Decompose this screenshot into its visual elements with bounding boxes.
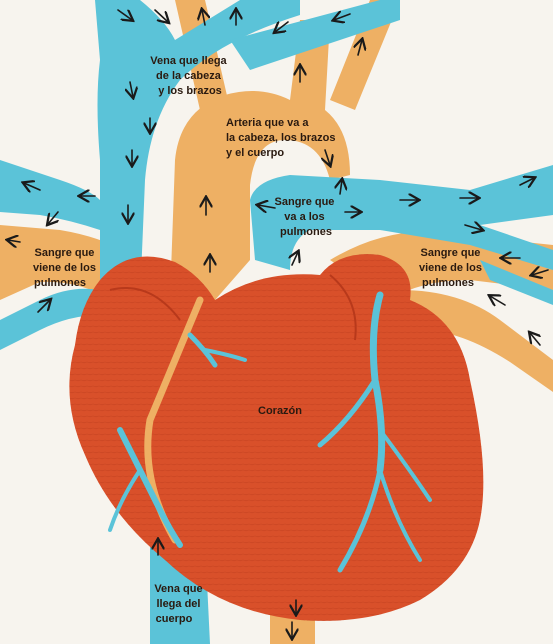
label-line: y los brazos — [158, 85, 222, 97]
label-line: Sangre que — [421, 247, 481, 259]
arrow-icon — [275, 22, 289, 32]
label-sangre-a-pulmones: Sangre que va a los pulmones — [275, 196, 338, 238]
label-line: va a los — [284, 211, 324, 223]
vein-branch-right — [230, 0, 400, 70]
arrow-icon — [325, 149, 330, 165]
heart — [69, 254, 484, 621]
arrow-icon — [258, 205, 276, 208]
label-line: Vena que llega — [150, 55, 227, 67]
label-line: Sangre que — [275, 196, 335, 208]
left-vein-upper — [0, 160, 100, 230]
label-line: Sangre que — [35, 247, 95, 259]
coronary-vessels — [108, 291, 432, 573]
arrow-icon — [532, 270, 549, 275]
aorta-branch-2 — [330, 0, 400, 110]
pulmonary-artery — [250, 165, 553, 270]
label-sangre-pulmones-der: Sangre que viene de los pulmones — [419, 247, 485, 289]
arrow-icon — [519, 178, 534, 185]
left-vein-lower — [0, 288, 100, 350]
label-line: y el cuerpo — [226, 147, 284, 159]
arrow-icon — [24, 183, 41, 190]
aorta — [170, 20, 350, 300]
arrow-icon — [154, 9, 168, 22]
arrow-icon — [37, 300, 50, 313]
arrow-icon — [464, 225, 482, 230]
arrow-icon — [117, 9, 132, 20]
label-line: pulmones — [422, 277, 474, 289]
right-pulmonary-vein-lower — [400, 290, 553, 392]
label-line: viene de los — [33, 262, 96, 274]
label-corazon: Corazón — [258, 405, 302, 417]
arrow-icon — [334, 14, 351, 20]
arrow-icon — [340, 180, 342, 195]
superior-vena-cava — [95, 0, 300, 320]
label-line: de la cabeza — [156, 70, 222, 82]
arrow-icon — [530, 333, 540, 346]
label-line: pulmones — [280, 226, 332, 238]
arrow-icon — [8, 240, 21, 242]
arrow-icon — [48, 211, 58, 224]
label-vena-cuerpo: Vena que llega del cuerpo — [154, 583, 205, 625]
label-line: la cabeza, los brazos — [226, 132, 335, 144]
label-line: Arteria que va a — [226, 117, 309, 129]
arrow-icon — [490, 296, 506, 305]
label-line: Vena que — [154, 583, 202, 595]
label-sangre-pulmones-izq: Sangre que viene de los pulmones — [33, 247, 99, 289]
label-line: pulmones — [34, 277, 86, 289]
label-line: llega del — [156, 598, 200, 610]
label-line: cuerpo — [156, 613, 193, 625]
right-atrium-line — [109, 287, 181, 321]
flow-arrows — [8, 9, 549, 638]
label-arteria: Arteria que va a la cabeza, los brazos y… — [226, 117, 339, 159]
arrow-icon — [130, 81, 133, 97]
left-atrium-line — [329, 274, 357, 341]
label-vena-cabeza: Vena que llega de la cabeza y los brazos — [150, 55, 229, 97]
arrow-icon — [292, 252, 298, 266]
label-line: viene de los — [419, 262, 482, 274]
pulmonary-artery-right-lower — [480, 260, 553, 305]
arrow-icon — [202, 10, 205, 26]
arrow-icon — [358, 40, 362, 56]
